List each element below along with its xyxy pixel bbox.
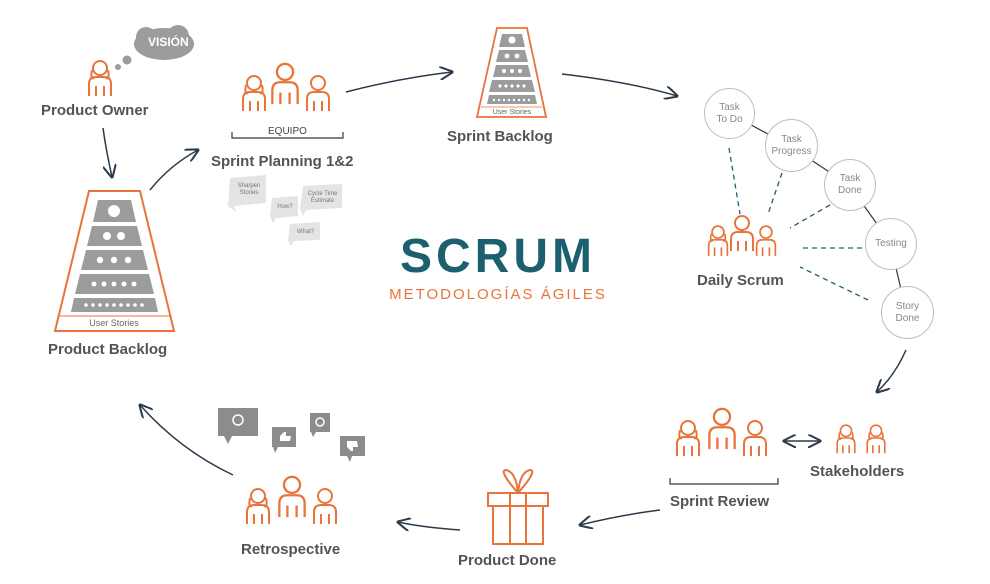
vision-label: VISIÓN	[148, 35, 189, 49]
equipo-label: EQUIPO	[268, 126, 307, 137]
arrow-review-to-product-done	[580, 509, 661, 525]
daily-scrum-label: Daily Scrum	[697, 272, 784, 289]
arrow-retro-to-backlog	[140, 405, 234, 476]
gift-icon	[487, 468, 549, 545]
sprint-planning-label: Sprint Planning 1&2	[211, 153, 354, 170]
bubble-what: What?	[296, 229, 315, 235]
arrow-story-done-to-review	[877, 349, 907, 392]
arrow-backlog-to-planning	[149, 150, 198, 191]
state-task-progress: Task Progress	[765, 119, 818, 172]
product-backlog-label: Product Backlog	[48, 341, 168, 358]
scrum-subtitle: METODOLOGÍAS ÁGILES	[389, 286, 607, 303]
bubble-how: How?	[277, 204, 293, 210]
state-task-done: Task Done	[824, 159, 876, 211]
bubble-cycle-time: Cycle Time Estimate	[307, 191, 338, 204]
product-backlog-user-stories: User Stories	[89, 318, 139, 328]
state-testing: Testing	[865, 218, 917, 270]
scrum-logo: SCRUM METODOLOGÍAS ÁGILES	[389, 230, 607, 303]
sprint-backlog-user-stories: User Stories	[493, 109, 532, 116]
state-story-done: Story Done	[881, 286, 934, 339]
sprint-review-bracket	[669, 478, 779, 485]
bubble-sharpen-stories: Sharpen Stories	[237, 183, 261, 196]
scrum-title: SCRUM	[400, 230, 596, 283]
stakeholders-icon	[836, 424, 886, 455]
product-owner-label: Product Owner	[41, 102, 149, 119]
sprint-backlog-label: Sprint Backlog	[447, 128, 553, 145]
product-done-label: Product Done	[458, 552, 557, 569]
daily-scrum-dashes	[728, 147, 869, 301]
state-task-todo: Task To Do	[704, 88, 755, 139]
sprint-planning-team-icon	[242, 62, 330, 112]
sprint-review-team-icon	[676, 407, 767, 457]
retrospective-team-icon	[246, 475, 337, 525]
arrow-sprint-backlog-to-tasks	[561, 73, 677, 96]
sprint-backlog-pyramid	[475, 27, 548, 118]
arrow-owner-to-backlog	[102, 127, 112, 177]
product-owner-icon	[88, 60, 112, 97]
product-backlog-pyramid	[53, 190, 176, 332]
vision-cloud	[115, 25, 194, 70]
daily-scrum-team-icon	[707, 215, 777, 257]
feedback-bubbles	[218, 408, 365, 462]
equipo-bracket	[231, 132, 344, 139]
arrow-product-done-to-retro	[398, 522, 461, 530]
stakeholders-label: Stakeholders	[810, 463, 905, 480]
retrospective-label: Retrospective	[241, 541, 341, 558]
planning-bubbles	[228, 175, 342, 246]
sprint-review-label: Sprint Review	[670, 493, 770, 510]
arrow-planning-to-sprint-backlog	[345, 72, 452, 93]
